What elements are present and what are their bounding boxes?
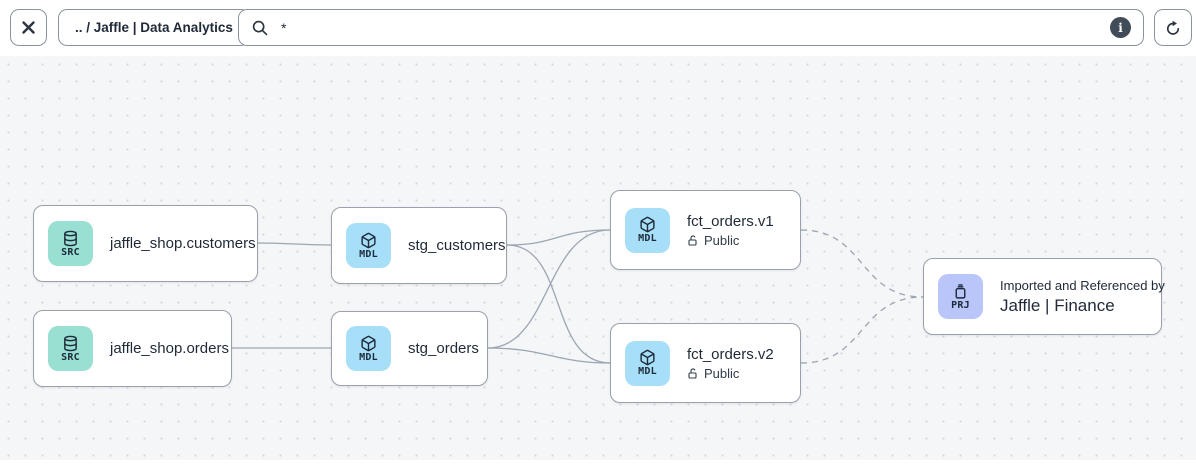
close-button[interactable] bbox=[10, 9, 47, 46]
edge-customers-stg bbox=[257, 242, 332, 246]
node-title: jaffle_shop.customers bbox=[110, 235, 256, 252]
info-glyph: i bbox=[1118, 20, 1123, 35]
node-jaffle-shop-orders[interactable]: SRC jaffle_shop.orders bbox=[33, 310, 232, 387]
lock-open-icon bbox=[688, 234, 697, 246]
model-badge: MDL bbox=[625, 207, 670, 253]
edge-stgorders-v1 bbox=[487, 229, 611, 349]
source-badge: SRC bbox=[48, 326, 93, 371]
edge-v2-project bbox=[800, 296, 924, 364]
model-badge: MDL bbox=[346, 223, 391, 268]
badge-label: PRJ bbox=[951, 299, 970, 311]
refresh-button[interactable] bbox=[1154, 9, 1192, 46]
node-stg-customers[interactable]: MDL stg_customers bbox=[331, 207, 507, 284]
package-icon bbox=[955, 283, 966, 299]
node-subtitle: Imported and Referenced by bbox=[1000, 277, 1165, 293]
edge-v1-project bbox=[800, 229, 924, 298]
node-stg-orders[interactable]: MDL stg_orders bbox=[331, 311, 488, 386]
lock-open-icon bbox=[688, 367, 697, 379]
project-badge: PRJ bbox=[938, 274, 983, 319]
cube-icon bbox=[361, 335, 376, 351]
badge-label: MDL bbox=[359, 248, 378, 260]
edge-stgorders-v2 bbox=[487, 347, 611, 364]
search-input[interactable] bbox=[279, 18, 1110, 37]
badge-label: MDL bbox=[638, 366, 657, 377]
node-title: Jaffle | Finance bbox=[1000, 295, 1115, 315]
edge-stgcustomers-v2 bbox=[506, 244, 611, 364]
badge-label: MDL bbox=[359, 351, 378, 363]
node-project-jaffle-finance[interactable]: PRJ Imported and Referenced by Jaffle | … bbox=[923, 258, 1165, 335]
access-label: Public bbox=[704, 365, 740, 381]
cube-icon bbox=[361, 232, 376, 248]
badge-label: MDL bbox=[638, 233, 657, 244]
access-row: Public bbox=[687, 233, 774, 248]
access-label: Public bbox=[704, 232, 740, 248]
node-title: fct_orders.v2 bbox=[687, 345, 774, 363]
database-icon bbox=[64, 335, 77, 351]
cube-icon bbox=[640, 349, 655, 366]
info-icon[interactable]: i bbox=[1110, 17, 1131, 38]
model-badge: MDL bbox=[625, 340, 670, 386]
search-icon bbox=[252, 20, 268, 35]
badge-label: SRC bbox=[61, 351, 80, 363]
model-badge: MDL bbox=[346, 326, 391, 371]
breadcrumb-label: .. / Jaffle | Data Analytics bbox=[75, 20, 233, 35]
edge-stgcustomers-v1 bbox=[506, 229, 611, 246]
node-fct-orders-v1[interactable]: MDL fct_orders.v1 Public bbox=[610, 190, 801, 270]
node-title: stg_orders bbox=[408, 340, 479, 357]
cube-icon bbox=[640, 216, 655, 233]
node-fct-orders-v2[interactable]: MDL fct_orders.v2 Public bbox=[610, 323, 801, 403]
node-title: stg_customers bbox=[408, 237, 506, 254]
access-row: Public bbox=[687, 366, 774, 381]
refresh-icon bbox=[1166, 20, 1180, 35]
close-icon bbox=[22, 21, 35, 34]
search-box: i bbox=[238, 9, 1144, 46]
source-badge: SRC bbox=[48, 221, 93, 266]
node-title: jaffle_shop.orders bbox=[110, 340, 229, 357]
edge-layer bbox=[232, 229, 924, 364]
toolbar: .. / Jaffle | Data Analytics i bbox=[0, 0, 1196, 56]
node-title: fct_orders.v1 bbox=[687, 212, 774, 230]
badge-label: SRC bbox=[61, 246, 80, 258]
node-jaffle-shop-customers[interactable]: SRC jaffle_shop.customers bbox=[33, 205, 258, 282]
database-icon bbox=[64, 230, 77, 246]
breadcrumb[interactable]: .. / Jaffle | Data Analytics bbox=[58, 9, 250, 46]
